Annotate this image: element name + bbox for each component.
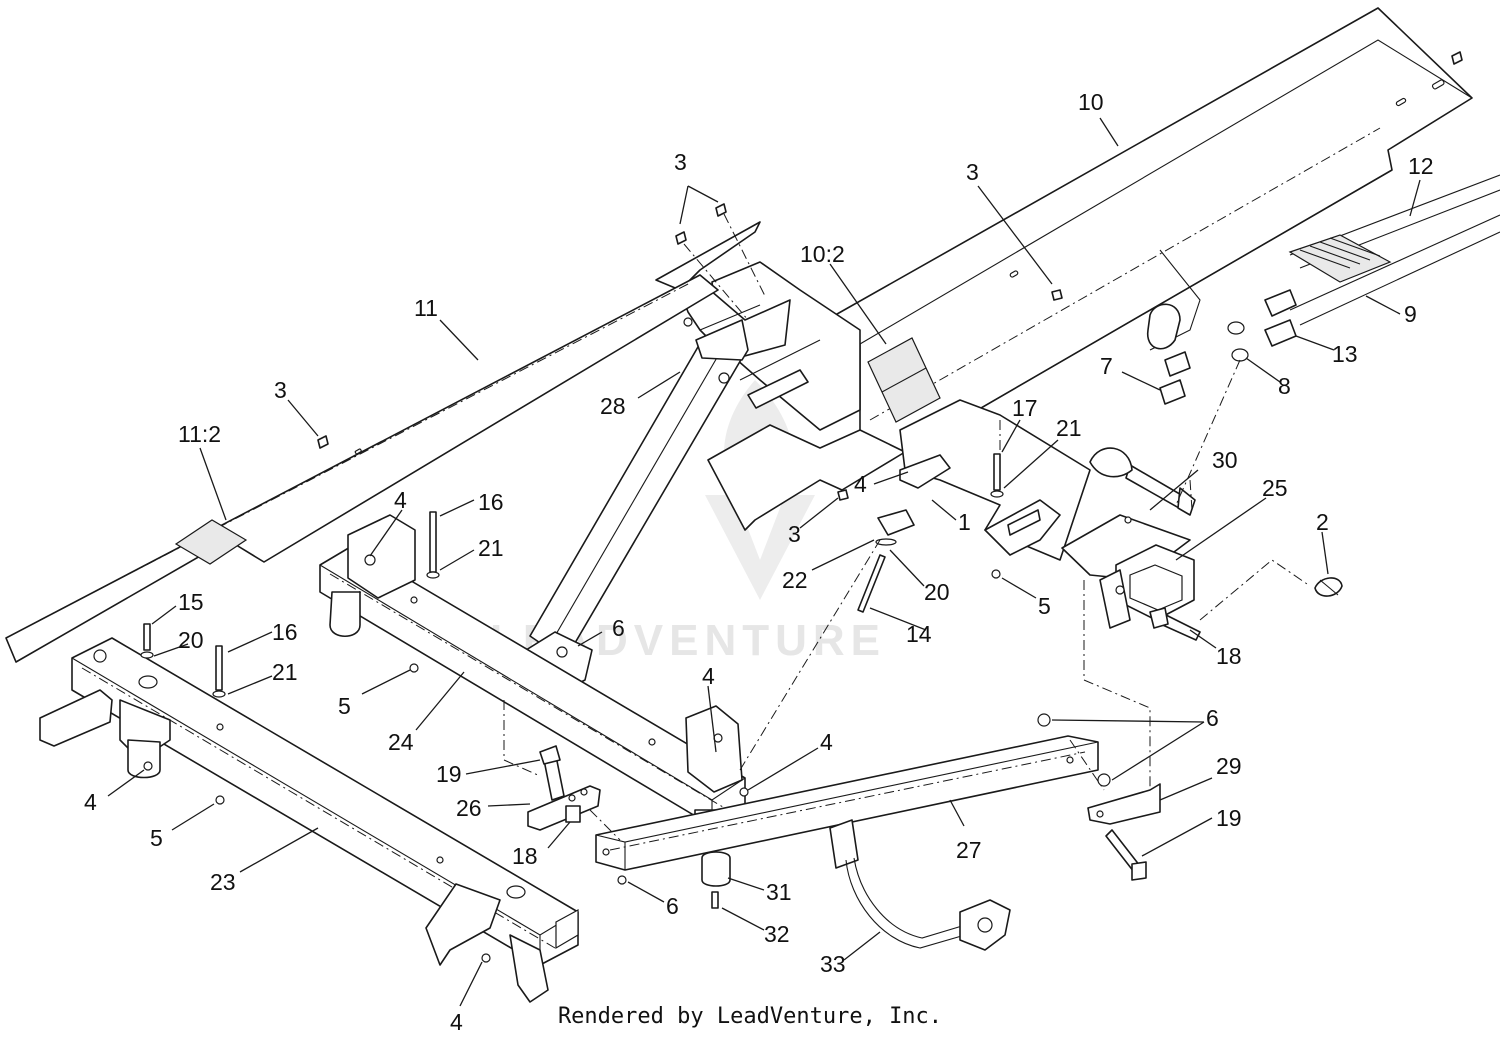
callout-21: 21 — [272, 659, 298, 685]
callout-3: 3 — [966, 159, 979, 185]
callout-5: 5 — [338, 693, 351, 719]
callout-12: 12 — [1408, 153, 1434, 179]
part-26-bracket — [527, 745, 601, 831]
part-33-mount — [829, 819, 1011, 951]
decal-11-2 — [174, 519, 248, 565]
callout-30: 30 — [1212, 447, 1238, 473]
fitting-7-lower — [1159, 379, 1186, 405]
part-27-tube — [595, 735, 1099, 871]
callout-2: 2 — [1316, 509, 1329, 535]
callout-21: 21 — [478, 535, 504, 561]
callout-16: 16 — [478, 489, 504, 515]
callout-labels: 10 3 3 12 10:2 11 9 13 7 8 28 3 11:2 17 … — [84, 89, 1434, 1035]
callout-4: 4 — [702, 663, 715, 689]
callout-31: 31 — [766, 879, 792, 905]
callout-3: 3 — [274, 377, 287, 403]
callout-4: 4 — [394, 487, 407, 513]
callout-6: 6 — [666, 893, 679, 919]
callout-24: 24 — [388, 729, 414, 755]
callout-8: 8 — [1278, 373, 1291, 399]
part-2-clip — [1314, 577, 1343, 597]
callout-13: 13 — [1332, 341, 1358, 367]
callout-4: 4 — [450, 1009, 463, 1035]
callout-6: 6 — [612, 615, 625, 641]
callout-28: 28 — [600, 393, 626, 419]
callout-4: 4 — [84, 789, 97, 815]
callout-7: 7 — [1100, 353, 1113, 379]
callout-4: 4 — [854, 471, 867, 497]
part-25-hitch — [1061, 447, 1201, 641]
callout-22: 22 — [782, 567, 808, 593]
callout-16: 16 — [272, 619, 298, 645]
callout-3: 3 — [674, 149, 687, 175]
callout-19: 19 — [436, 761, 462, 787]
callout-26: 26 — [456, 795, 482, 821]
callout-25: 25 — [1262, 475, 1288, 501]
part-29-bracket — [1037, 713, 1161, 881]
callout-4: 4 — [820, 729, 833, 755]
callout-1: 1 — [958, 509, 971, 535]
decal-9 — [1288, 234, 1392, 283]
callout-33: 33 — [820, 951, 846, 977]
callout-18: 18 — [512, 843, 538, 869]
part-24-cross-tube — [319, 514, 746, 850]
callout-27: 27 — [956, 837, 982, 863]
part-11-channel — [5, 274, 719, 663]
fitting-7-upper — [1164, 351, 1191, 377]
fasteners — [140, 51, 1463, 963]
leader-lines — [107, 117, 1421, 1007]
callout-5: 5 — [1038, 593, 1051, 619]
callout-3: 3 — [788, 521, 801, 547]
callout-11-2: 11:2 — [178, 421, 221, 447]
callout-17: 17 — [1012, 395, 1038, 421]
callout-5: 5 — [150, 825, 163, 851]
callout-6: 6 — [1206, 705, 1219, 731]
callout-23: 23 — [210, 869, 236, 895]
callout-10-2: 10:2 — [800, 241, 845, 267]
watermark-v-icon — [705, 495, 815, 600]
callout-20: 20 — [924, 579, 950, 605]
footer-credit: Rendered by LeadVenture, Inc. — [557, 1004, 943, 1029]
callout-29: 29 — [1216, 753, 1242, 779]
part-10-cover — [829, 7, 1473, 453]
alignment-lines — [503, 213, 1311, 841]
callout-10: 10 — [1078, 89, 1104, 115]
callout-19: 19 — [1216, 805, 1242, 831]
callout-21: 21 — [1056, 415, 1082, 441]
part-12-hoses — [1159, 174, 1500, 405]
callout-15: 15 — [178, 589, 204, 615]
callout-9: 9 — [1404, 301, 1417, 327]
callout-32: 32 — [764, 921, 790, 947]
callout-14: 14 — [906, 621, 932, 647]
callout-11: 11 — [414, 295, 438, 321]
callout-18: 18 — [1216, 643, 1242, 669]
callout-20: 20 — [178, 627, 204, 653]
part-31-isolator — [701, 851, 731, 909]
